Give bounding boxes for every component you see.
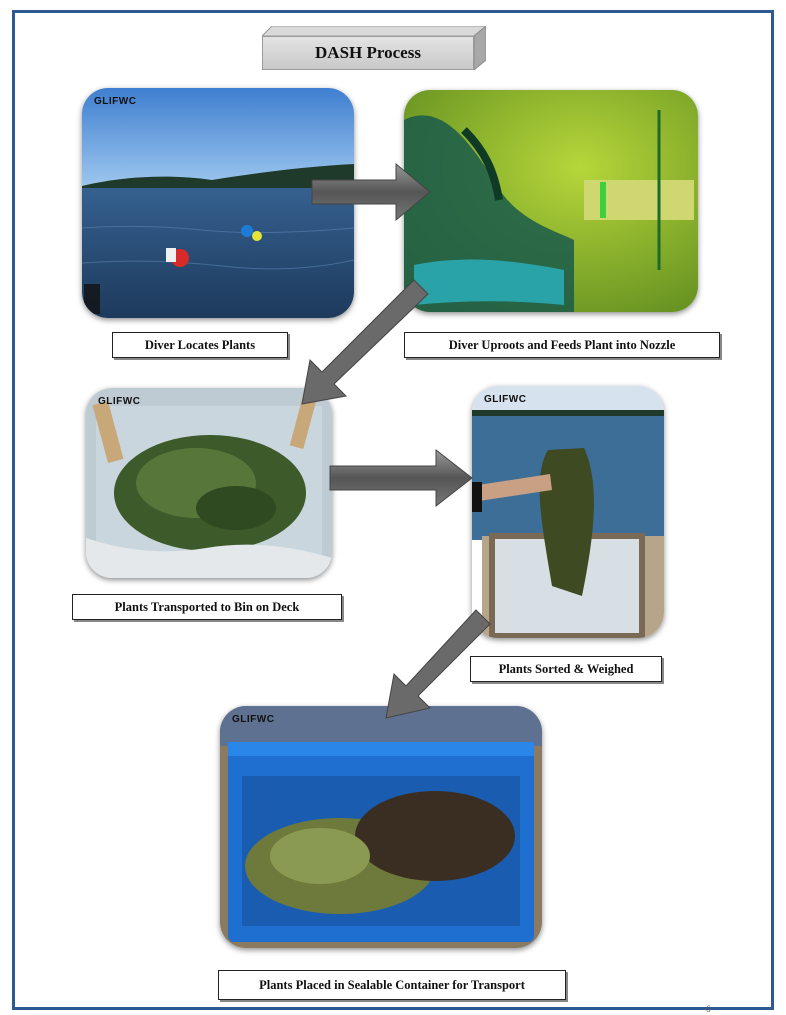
photo-credit: GLIFWC [94,96,137,107]
photo-credit: GLIFWC [484,394,527,405]
title-box: DASH Process [262,26,486,72]
photo-sealable-container: GLIFWC [220,706,542,948]
caption-diver-uproots: Diver Uproots and Feeds Plant into Nozzl… [404,332,720,358]
caption-sorted-weighed: Plants Sorted & Weighed [470,656,662,682]
page-title: DASH Process [262,36,474,70]
title-box-side [474,26,486,70]
title-box-top [262,26,486,36]
caption-transported: Plants Transported to Bin on Deck [72,594,342,620]
photo-plants-in-bin: GLIFWC [86,388,332,578]
photo-plants-sorted: GLIFWC [472,386,664,638]
photo-credit: GLIFWC [232,714,275,725]
caption-sealable-container: Plants Placed in Sealable Container for … [218,970,566,1000]
caption-diver-locates: Diver Locates Plants [112,332,288,358]
photo-diver-locates-plants: GLIFWC [82,88,354,318]
photo-diver-uproots-plant [404,90,698,312]
photo-credit: GLIFWC [98,396,141,407]
page-number: 6 [706,1004,711,1014]
